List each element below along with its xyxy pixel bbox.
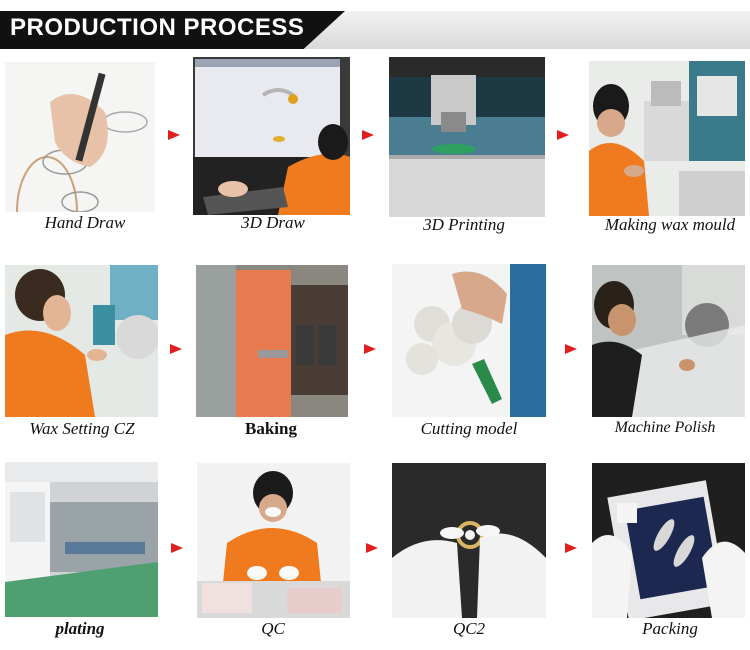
- arrow-right-icon: [557, 130, 569, 140]
- caption-hand-draw: Hand Draw: [44, 213, 126, 232]
- photo-baking: [196, 265, 348, 417]
- photo-3d-printing: [389, 57, 545, 217]
- photo-3d-draw: [193, 57, 350, 215]
- photo-making-wax-mould: [589, 61, 745, 216]
- caption-baking: Baking: [245, 419, 297, 438]
- hand-draw-illustration: [5, 62, 155, 212]
- photo-qc: [197, 463, 350, 618]
- arrow-right-icon: [168, 130, 180, 140]
- photo-packing: [592, 463, 745, 618]
- page-title: PRODUCTION PROCESS: [10, 14, 305, 41]
- caption-plating: plating: [55, 619, 105, 638]
- photo-hand-draw: [5, 62, 155, 212]
- caption-packing: Packing: [642, 619, 698, 638]
- caption-making-wax-mould: Making wax mould: [604, 215, 736, 234]
- arrow-right-icon: [362, 130, 374, 140]
- photo-machine-polish: [592, 265, 745, 417]
- arrow-right-icon: [171, 543, 183, 553]
- caption-qc: QC: [261, 619, 285, 638]
- arrow-right-icon: [364, 344, 376, 354]
- caption-3d-draw: 3D Draw: [241, 213, 305, 232]
- arrow-right-icon: [366, 543, 378, 553]
- photo-wax-setting-cz: [5, 265, 158, 417]
- qc2-illustration: [392, 463, 546, 618]
- caption-qc2: QC2: [452, 619, 486, 638]
- caption-cutting-model: Cutting model: [420, 419, 518, 438]
- baking-illustration: [196, 265, 348, 417]
- machine-polish-illustration: [592, 265, 745, 417]
- caption-machine-polish: Machine Polish: [614, 419, 716, 436]
- caption-wax-setting-cz: Wax Setting CZ: [29, 419, 135, 438]
- page-header: PRODUCTION PROCESS: [0, 0, 750, 50]
- photo-plating: [5, 462, 158, 617]
- 3d-draw-illustration: [193, 57, 350, 215]
- 3d-printing-illustration: [389, 57, 545, 217]
- packing-illustration: [592, 463, 745, 618]
- plating-illustration: [5, 462, 158, 617]
- arrow-right-icon: [565, 543, 577, 553]
- wax-mould-illustration: [589, 61, 745, 216]
- arrow-right-icon: [170, 344, 182, 354]
- cutting-model-illustration: [392, 264, 546, 417]
- header-title-band: [0, 11, 345, 49]
- photo-qc2: [392, 463, 546, 618]
- qc-illustration: [197, 463, 350, 618]
- caption-3d-printing: 3D Printing: [423, 215, 505, 234]
- wax-setting-illustration: [5, 265, 158, 417]
- photo-cutting-model: [392, 264, 546, 417]
- arrow-right-icon: [565, 344, 577, 354]
